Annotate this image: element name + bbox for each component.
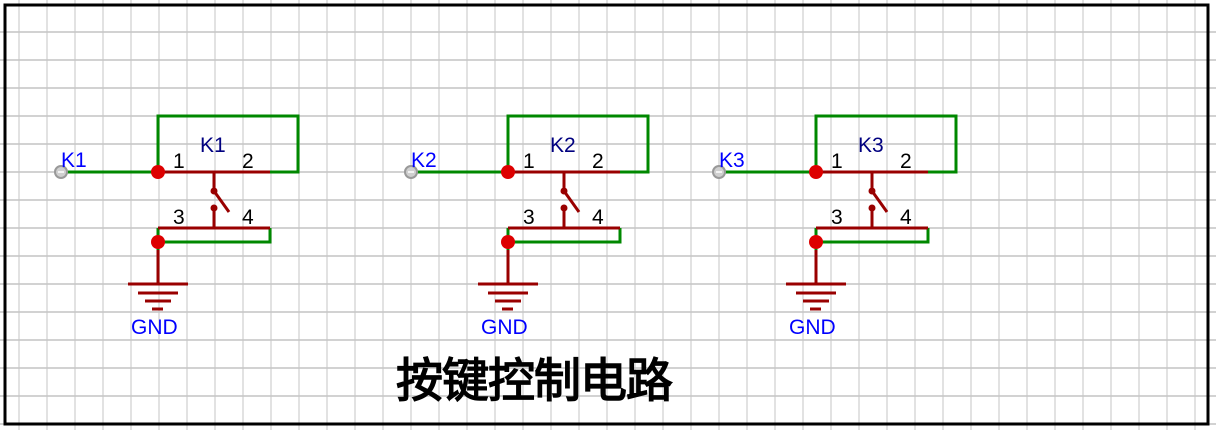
switch-contact-top (868, 187, 876, 195)
pin-number-4: 4 (242, 206, 254, 229)
pin-number-1: 1 (831, 150, 843, 173)
switch-lever (870, 190, 889, 213)
ref-designator: K1 (200, 134, 226, 157)
net-label: K3 (719, 149, 745, 172)
push-button-switch (158, 170, 270, 230)
net-label: K2 (411, 149, 437, 172)
ground-label: GND (131, 316, 178, 339)
wire-loop-top (506, 114, 650, 174)
pin-number-3: 3 (831, 206, 843, 229)
wire-loop-top (156, 114, 300, 174)
wire-loop-bottom (814, 228, 930, 244)
ground-symbol (478, 250, 538, 311)
net-port-icon (404, 165, 418, 179)
pin-number-2: 2 (242, 150, 254, 173)
switch-contact-bottom (868, 204, 876, 212)
switch-contact-top (210, 187, 218, 195)
net-label: K1 (61, 149, 87, 172)
wire-loop-top (814, 114, 958, 174)
pin-number-3: 3 (523, 206, 535, 229)
sheet-border (3, 3, 1210, 426)
pin-number-1: 1 (523, 150, 535, 173)
pin-number-2: 2 (592, 150, 604, 173)
junction-dot (809, 235, 823, 249)
switch-contact-bottom (210, 204, 218, 212)
wires (719, 114, 958, 250)
ref-designator: K3 (858, 134, 884, 157)
net-port-icon (54, 165, 68, 179)
switch-contact-bottom (560, 204, 568, 212)
pin-number-1: 1 (173, 150, 185, 173)
switch-contact-top (560, 187, 568, 195)
switch-lever (562, 190, 581, 213)
junction-dot (501, 165, 515, 179)
ground-symbol (786, 250, 846, 311)
ground-symbol (128, 250, 188, 311)
wires (411, 114, 650, 250)
switch-lever (212, 190, 231, 213)
net-port-icon (712, 165, 726, 179)
pin-number-4: 4 (592, 206, 604, 229)
junction-dot (151, 165, 165, 179)
junction-dot (501, 235, 515, 249)
push-button-switch (508, 170, 620, 230)
pin-number-4: 4 (900, 206, 912, 229)
wire-loop-bottom (506, 228, 622, 244)
pin-number-2: 2 (900, 150, 912, 173)
diagram-title: 按键控制电路 (396, 354, 673, 409)
ref-designator: K2 (550, 134, 576, 157)
ground-label: GND (481, 316, 528, 339)
push-button-switch (816, 170, 928, 230)
pin-number-3: 3 (173, 206, 185, 229)
junction-dot (809, 165, 823, 179)
junction-dot (151, 235, 165, 249)
ground-label: GND (789, 316, 836, 339)
wires (61, 114, 300, 250)
